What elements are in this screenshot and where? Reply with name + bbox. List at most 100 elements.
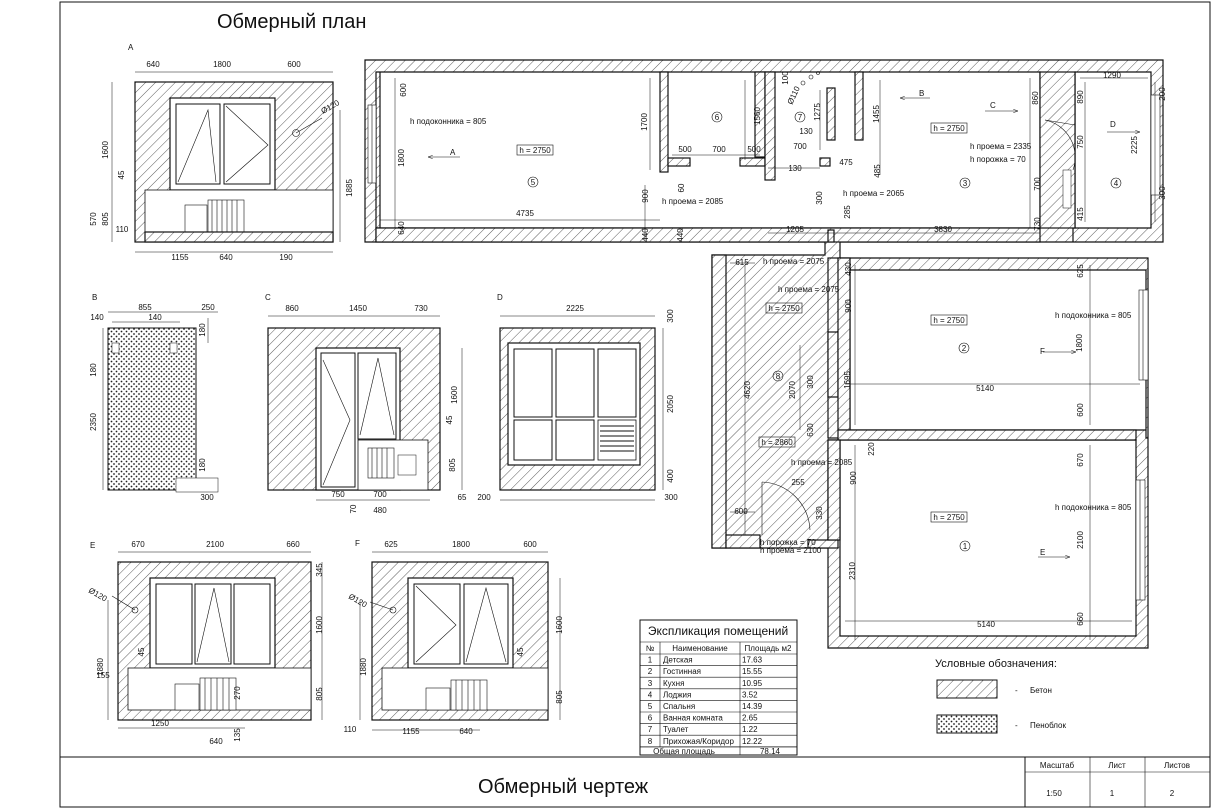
- svg-text:2310: 2310: [848, 562, 857, 580]
- svg-text:190: 190: [279, 253, 293, 262]
- svg-text:140: 140: [148, 313, 162, 322]
- svg-text:1560: 1560: [753, 107, 762, 125]
- svg-text:h порожка = 70: h порожка = 70: [760, 538, 816, 547]
- explication-cell: 3.52: [742, 690, 758, 699]
- ceiling-heights: h = 2750 h = 2750 h = 2750 h = 2750 h = …: [516, 122, 968, 523]
- explication-cell: 3: [648, 679, 653, 688]
- svg-text:805: 805: [315, 687, 324, 701]
- svg-text:890: 890: [1076, 90, 1085, 104]
- explication-cell: Кухня: [663, 679, 684, 688]
- svg-text:Ø120: Ø120: [347, 592, 369, 610]
- svg-text:615: 615: [735, 258, 749, 267]
- explication-cell: Туалет: [663, 725, 689, 734]
- svg-text:600: 600: [287, 60, 301, 69]
- svg-text:700: 700: [712, 145, 726, 154]
- svg-text:485: 485: [873, 164, 882, 178]
- svg-text:1600: 1600: [555, 616, 564, 634]
- svg-text:300: 300: [806, 375, 815, 389]
- svg-text:2225: 2225: [1130, 136, 1139, 154]
- svg-text:F: F: [355, 539, 360, 548]
- explication-cell: 14.39: [742, 702, 763, 711]
- svg-text:№: №: [646, 644, 655, 653]
- svg-text:1800: 1800: [213, 60, 231, 69]
- svg-text:805: 805: [555, 690, 564, 704]
- explication-cell: 2: [648, 667, 653, 676]
- explication-cell: 1.22: [742, 725, 758, 734]
- explication-cell: 15.55: [742, 667, 763, 676]
- svg-text:45: 45: [445, 415, 454, 424]
- svg-text:900: 900: [849, 471, 858, 485]
- svg-text:480: 480: [373, 506, 387, 515]
- svg-text:5140: 5140: [977, 620, 995, 629]
- svg-text:855: 855: [138, 303, 152, 312]
- svg-text:1800: 1800: [397, 149, 406, 167]
- room-1: 1: [963, 542, 968, 551]
- svg-text:h подоконника = 805: h подоконника = 805: [1055, 311, 1132, 320]
- svg-text:180: 180: [198, 323, 207, 337]
- explication-cell: Ванная комната: [663, 714, 723, 723]
- svg-text:2350: 2350: [89, 413, 98, 431]
- section-f: F Ø120 625 1800 600 1600 45 805 1880 110…: [344, 539, 564, 736]
- svg-text:Ø110: Ø110: [786, 84, 802, 106]
- svg-text:600: 600: [1076, 403, 1085, 417]
- svg-text:300: 300: [1158, 186, 1167, 200]
- svg-text:2050: 2050: [666, 395, 675, 413]
- svg-text:h = 2750: h = 2750: [933, 513, 965, 522]
- svg-text:430: 430: [844, 262, 853, 276]
- svg-text:C: C: [990, 101, 996, 110]
- svg-text:Ø120: Ø120: [87, 586, 109, 604]
- explication-cell: 10.95: [742, 679, 763, 688]
- sheets-header: Листов: [1164, 761, 1190, 770]
- svg-text:330: 330: [815, 506, 824, 520]
- svg-text:570: 570: [89, 212, 98, 226]
- room-3: 3: [963, 179, 968, 188]
- explication-table: Экспликация помещений № Наименование Пло…: [639, 619, 798, 756]
- svg-text:475: 475: [839, 158, 853, 167]
- svg-text:700: 700: [793, 142, 807, 151]
- svg-text:600: 600: [399, 83, 408, 97]
- explication-cell: 6: [648, 714, 653, 723]
- plan-notes: h подоконника = 805 h подоконника = 805 …: [410, 71, 1132, 555]
- svg-text:640: 640: [219, 253, 233, 262]
- svg-text:270: 270: [233, 686, 242, 700]
- svg-text:-: -: [1015, 686, 1018, 695]
- svg-text:660: 660: [1076, 612, 1085, 626]
- section-b: B 855 250 140 140 180 180 2350 180 300: [89, 293, 219, 502]
- svg-text:h = 2750: h = 2750: [768, 304, 800, 313]
- svg-text:1275: 1275: [813, 103, 822, 121]
- explication-cell: 8: [648, 737, 653, 746]
- svg-text:1800: 1800: [452, 540, 470, 549]
- drawing-title: Обмерный чертеж: [478, 776, 649, 798]
- svg-text:1290: 1290: [1103, 71, 1121, 80]
- svg-text:h порожка = 70: h порожка = 70: [970, 155, 1026, 164]
- explication-title: Экспликация помещений: [648, 624, 788, 638]
- svg-text:1600: 1600: [101, 141, 110, 159]
- legend-concrete-label: Бетон: [1030, 686, 1052, 695]
- room-8: 8: [776, 372, 781, 381]
- total-area-value: 78.14: [760, 747, 781, 756]
- total-area-label: Общая площадь: [653, 747, 715, 756]
- svg-text:640: 640: [209, 737, 223, 746]
- svg-text:415: 415: [1076, 207, 1085, 221]
- explication-cell: Лоджия: [663, 690, 691, 699]
- svg-text:h проема = 2085: h проема = 2085: [791, 458, 853, 467]
- sheet-frame: [59, 1, 1211, 808]
- svg-text:660: 660: [286, 540, 300, 549]
- svg-text:100: 100: [781, 71, 790, 85]
- sheet-value: 1: [1110, 789, 1115, 798]
- svg-text:1880: 1880: [359, 658, 368, 676]
- room-2: 2: [962, 344, 967, 353]
- svg-text:200: 200: [477, 493, 491, 502]
- floor-plan: 5 6 7 3 4 2 8 1 h = 2750 h = 2750 h = 27…: [364, 59, 1167, 649]
- legend-concrete-swatch: [936, 679, 998, 699]
- legend-foam-block-label: Пеноблок: [1030, 721, 1066, 730]
- title-block: Масштаб Лист Листов 1:50 1 2: [1040, 761, 1190, 798]
- svg-text:65: 65: [458, 493, 467, 502]
- svg-text:1885: 1885: [345, 179, 354, 197]
- svg-text:60: 60: [677, 183, 686, 192]
- svg-text:1600: 1600: [450, 386, 459, 404]
- svg-text:860: 860: [1031, 91, 1040, 105]
- svg-text:300: 300: [664, 493, 678, 502]
- svg-text:640: 640: [459, 727, 473, 736]
